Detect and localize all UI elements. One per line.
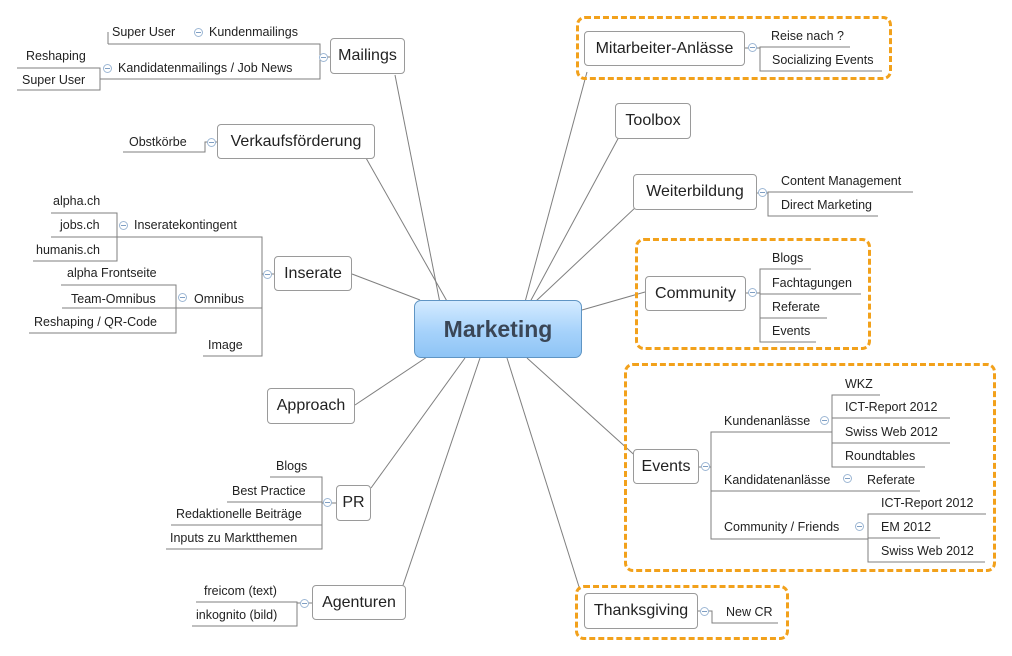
subtopic-omnibus[interactable]: Omnibus [194,292,245,306]
subtopic-super-user-top[interactable]: Super User [112,25,176,39]
topic-agenturen[interactable]: Agenturen [312,585,406,620]
topic-mitarbeiter-anlaesse[interactable]: Mitarbeiter-Anlässe [584,31,745,66]
collapse-icon[interactable] [194,28,203,37]
collapse-icon[interactable] [119,221,128,230]
topic-thanksgiving[interactable]: Thanksgiving [584,593,698,629]
subtopic-community-events[interactable]: Events [772,324,811,338]
topic-weiterbildung[interactable]: Weiterbildung [633,174,757,210]
subtopic-obstkoerbe[interactable]: Obstkörbe [129,135,187,149]
subtopic-events-referate[interactable]: Referate [867,473,915,487]
subtopic-em-2012[interactable]: EM 2012 [881,520,932,534]
subtopic-best-practice[interactable]: Best Practice [232,484,306,498]
highlight-group-community [635,238,871,350]
topic-community[interactable]: Community [645,276,746,311]
collapse-icon[interactable] [701,462,710,471]
collapse-icon[interactable] [700,607,709,616]
subtopic-ict-report-cf[interactable]: ICT-Report 2012 [881,496,974,510]
subtopic-inkognito[interactable]: inkognito (bild) [196,608,278,622]
topic-inserate[interactable]: Inserate [274,256,352,291]
subtopic-socializing-events[interactable]: Socializing Events [772,53,874,67]
collapse-icon[interactable] [855,522,864,531]
subtopic-fachtagungen[interactable]: Fachtagungen [772,276,852,290]
subtopic-alpha-ch[interactable]: alpha.ch [53,194,101,208]
topic-verkaufsfoerderung[interactable]: Verkaufsförderung [217,124,375,159]
topic-events[interactable]: Events [633,449,699,484]
subtopic-inputs-marktthemen[interactable]: Inputs zu Marktthemen [170,531,298,545]
topic-mailings[interactable]: Mailings [330,38,405,74]
subtopic-kandidatenmailings[interactable]: Kandidatenmailings / Job News [118,61,293,75]
subtopic-swiss-web-cf[interactable]: Swiss Web 2012 [881,544,974,558]
collapse-icon[interactable] [207,138,216,147]
subtopic-jobs-ch[interactable]: jobs.ch [60,218,100,232]
subtopic-reshaping-qr[interactable]: Reshaping / QR-Code [34,315,157,329]
collapse-icon[interactable] [300,599,309,608]
collapse-icon[interactable] [103,64,112,73]
subtopic-ict-report-kunden[interactable]: ICT-Report 2012 [845,400,938,414]
collapse-icon[interactable] [319,53,328,62]
subtopic-community-referate[interactable]: Referate [772,300,820,314]
subtopic-wkz[interactable]: WKZ [845,377,873,391]
subtopic-redaktionelle-beitraege[interactable]: Redaktionelle Beiträge [176,507,302,521]
collapse-icon[interactable] [758,188,767,197]
subtopic-reise[interactable]: Reise nach ? [771,29,844,43]
subtopic-kundenanlaesse[interactable]: Kundenanlässe [724,414,811,428]
subtopic-roundtables[interactable]: Roundtables [845,449,916,463]
subtopic-pr-blogs[interactable]: Blogs [276,459,308,473]
subtopic-swiss-web-kunden[interactable]: Swiss Web 2012 [845,425,938,439]
subtopic-inseratekontingent[interactable]: Inseratekontingent [134,218,237,232]
topic-toolbox[interactable]: Toolbox [615,103,691,139]
collapse-icon[interactable] [323,498,332,507]
collapse-icon[interactable] [748,288,757,297]
subtopic-content-management[interactable]: Content Management [781,174,902,188]
subtopic-direct-marketing[interactable]: Direct Marketing [781,198,872,212]
root-topic-marketing[interactable]: Marketing [414,300,582,358]
collapse-icon[interactable] [748,43,757,52]
subtopic-kundenmailings[interactable]: Kundenmailings [209,25,298,39]
subtopic-humanis-ch[interactable]: humanis.ch [36,243,100,257]
subtopic-image[interactable]: Image [208,338,243,352]
subtopic-kandidatenanlaesse[interactable]: Kandidatenanlässe [724,473,831,487]
subtopic-team-omnibus[interactable]: Team-Omnibus [71,292,156,306]
collapse-icon[interactable] [820,416,829,425]
topic-approach[interactable]: Approach [267,388,355,424]
highlight-group-mitarbeiter [576,16,892,80]
subtopic-super-user[interactable]: Super User [22,73,86,87]
highlight-group-thanksgiving [575,585,789,640]
subtopic-reshaping[interactable]: Reshaping [26,49,86,63]
subtopic-freicom[interactable]: freicom (text) [204,584,277,598]
collapse-icon[interactable] [263,270,272,279]
highlight-group-events [624,363,996,572]
subtopic-alpha-frontseite[interactable]: alpha Frontseite [67,266,157,280]
subtopic-community-friends[interactable]: Community / Friends [724,520,840,534]
subtopic-community-blogs[interactable]: Blogs [772,251,804,265]
topic-pr[interactable]: PR [336,485,371,521]
collapse-icon[interactable] [843,474,852,483]
collapse-icon[interactable] [178,293,187,302]
subtopic-new-cr[interactable]: New CR [726,605,773,619]
